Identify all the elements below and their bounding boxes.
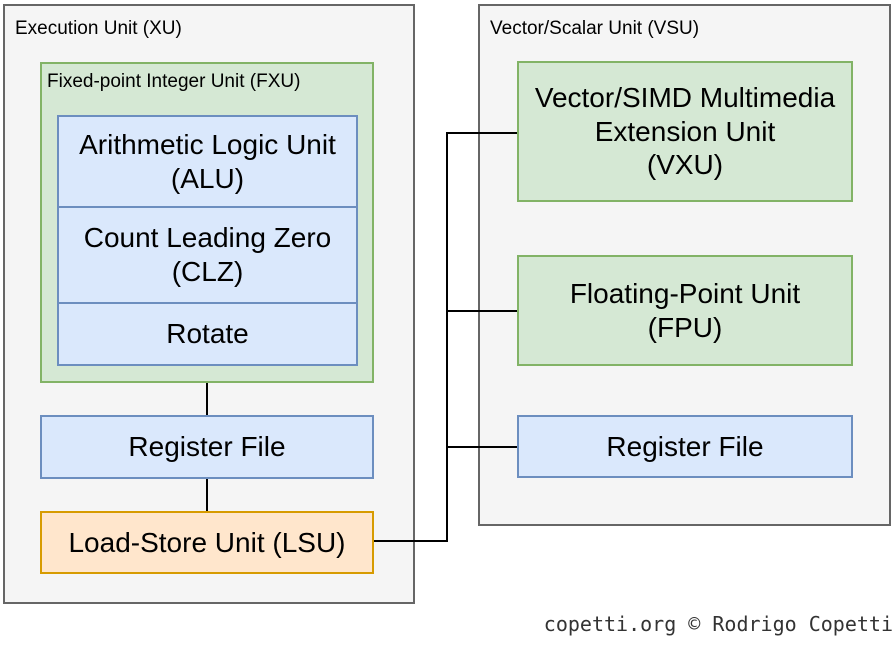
box-alu: Arithmetic Logic Unit (ALU)	[57, 115, 358, 208]
connector-trunk-vertical	[446, 132, 448, 542]
connector-branch-fpu	[448, 310, 517, 312]
panel-title-xu: Execution Unit (XU)	[15, 18, 182, 39]
group-label-fxu: Fixed-point Integer Unit (FXU)	[47, 71, 301, 92]
credit-caption: copetti.org © Rodrigo Copetti	[543, 612, 893, 636]
group-fixed-point-integer-unit: Fixed-point Integer Unit (FXU) Arithmeti…	[40, 62, 374, 383]
box-load-store-unit: Load-Store Unit (LSU)	[40, 511, 374, 574]
box-rotate: Rotate	[57, 302, 358, 366]
connector-branch-vxu	[448, 132, 517, 134]
box-vxu: Vector/SIMD Multimedia Extension Unit (V…	[517, 61, 853, 202]
connector-registerfile-lsu	[206, 479, 208, 511]
connector-fxu-registerfile	[206, 383, 208, 415]
box-register-file-xu: Register File	[40, 415, 374, 479]
box-fpu: Floating-Point Unit (FPU)	[517, 255, 853, 366]
connector-branch-registerfile	[448, 446, 517, 448]
panel-execution-unit: Execution Unit (XU) Fixed-point Integer …	[3, 4, 415, 604]
panel-title-vsu: Vector/Scalar Unit (VSU)	[490, 18, 700, 39]
box-register-file-vsu: Register File	[517, 415, 853, 478]
box-clz: Count Leading Zero (CLZ)	[57, 206, 358, 304]
panel-vector-scalar-unit: Vector/Scalar Unit (VSU) Vector/SIMD Mul…	[478, 4, 891, 526]
connector-lsu-trunk	[374, 540, 448, 542]
